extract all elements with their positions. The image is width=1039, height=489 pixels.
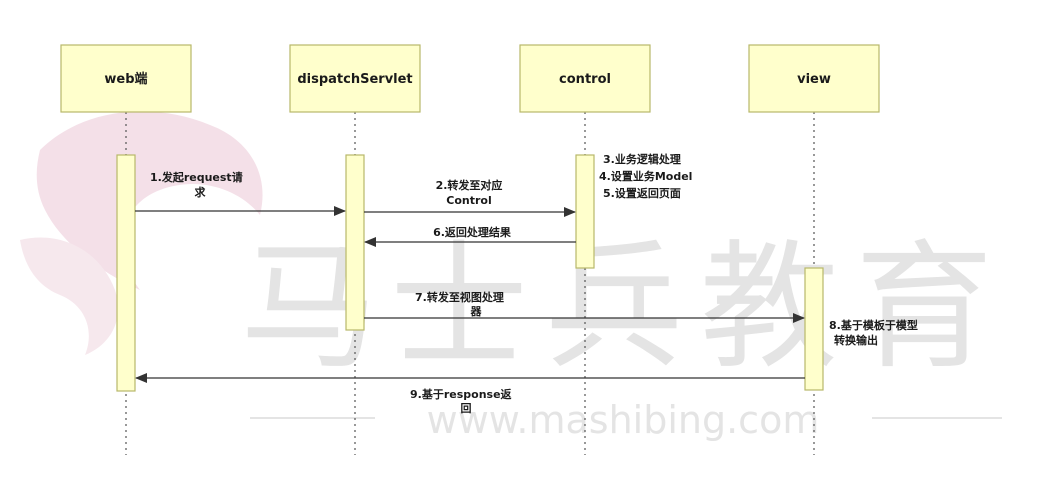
message-label: 5.设置返回页面	[603, 186, 681, 200]
message-label: 求	[195, 185, 207, 199]
actor-label: view	[797, 72, 831, 87]
activation-control	[575, 154, 595, 269]
label-m6: 6.返回处理结果	[433, 225, 511, 239]
flame-logo-icon	[20, 111, 263, 355]
message-label: 器	[470, 305, 483, 318]
message-label: 2.转发至对应	[436, 178, 503, 192]
message-label: 转换输出	[834, 333, 878, 347]
actor-web[interactable]: web端	[60, 44, 192, 113]
label-m7: 7.转发至视图处理 器	[415, 290, 504, 318]
label-m9: 9.基于response返 回	[410, 387, 512, 415]
watermark-char: 育	[855, 227, 993, 388]
message-label: 3.业务逻辑处理	[603, 152, 681, 166]
actor-view[interactable]: view	[748, 44, 880, 113]
actor-label: dispatchServlet	[297, 72, 412, 87]
actor-dispatch[interactable]: dispatchServlet	[289, 44, 421, 113]
message-label: 7.转发至视图处理	[415, 290, 504, 304]
activation-dispatch	[345, 154, 365, 331]
message-label: Control	[446, 194, 491, 207]
message-label: 8.基于模板于模型	[829, 318, 918, 332]
message-label: 4.设置业务Model	[599, 169, 692, 183]
activation-web	[116, 154, 136, 392]
message-label: 回	[461, 401, 472, 415]
activation-view	[804, 267, 824, 391]
actor-label: control	[559, 72, 611, 87]
actor-label: web端	[104, 71, 147, 87]
message-label: 6.返回处理结果	[433, 225, 511, 239]
label-m8: 8.基于模板于模型 转换输出	[829, 318, 918, 347]
actor-control[interactable]: control	[519, 44, 651, 113]
message-label: 1.发起request请	[150, 170, 243, 184]
watermark-url: www.mashibing.com	[427, 398, 820, 442]
watermark-char: 士	[390, 227, 528, 388]
message-label: 9.基于response返	[410, 387, 512, 401]
label-m1: 1.发起request请 求	[150, 170, 243, 199]
label-m3: 3.业务逻辑处理 4.设置业务Model 5.设置返回页面	[599, 152, 692, 200]
label-m2: 2.转发至对应 Control	[436, 178, 503, 207]
watermark-char: 兵	[545, 227, 683, 388]
